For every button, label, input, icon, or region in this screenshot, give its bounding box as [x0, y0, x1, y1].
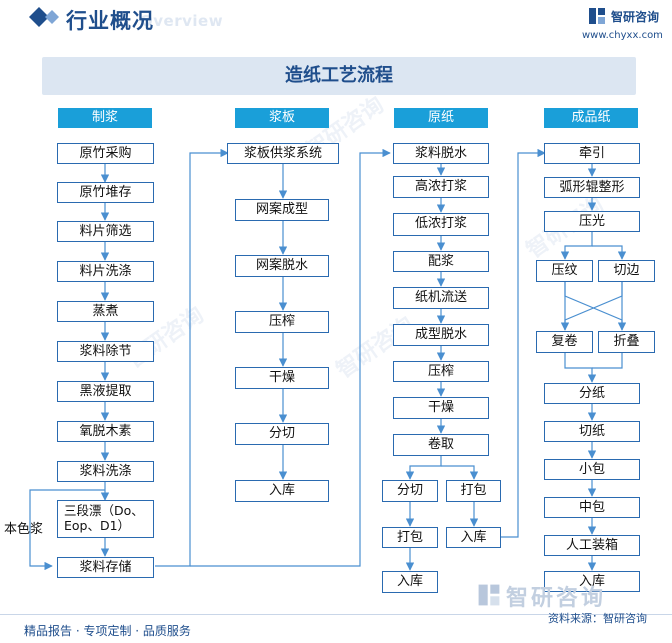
step-box: 料片筛选: [57, 221, 154, 242]
step-box: 折叠: [598, 331, 655, 353]
logo-icon: [478, 584, 500, 606]
step-box: 打包: [446, 480, 501, 502]
step-box: 氧脱木素: [57, 421, 154, 442]
step-box: 小包: [544, 459, 640, 480]
step-box: 卷取: [393, 434, 489, 456]
step-box: 网案成型: [235, 199, 329, 221]
step-box: 干燥: [235, 367, 329, 389]
step-box: 打包: [382, 527, 438, 548]
step-box: 配浆: [393, 251, 489, 272]
header-subtitle: Overview: [140, 12, 224, 30]
column-header-pulping: 制浆: [58, 108, 152, 128]
step-box: 入库: [544, 571, 640, 592]
logo-url: www.chyxx.com: [582, 30, 663, 41]
step-box: 干燥: [393, 397, 489, 419]
step-box: 牵引: [544, 143, 640, 164]
step-box: 分切: [382, 480, 438, 502]
column-header-finished-paper: 成品纸: [544, 108, 638, 128]
brand-watermark-bottom: 智研咨询: [506, 586, 607, 611]
footer-divider: [0, 614, 672, 615]
step-box: 复卷: [536, 331, 593, 353]
step-box: 网案脱水: [235, 255, 329, 277]
step-box: 压榨: [393, 361, 489, 382]
step-box: 成型脱水: [393, 324, 489, 346]
step-box: 浆料存储: [57, 557, 154, 578]
step-box: 切纸: [544, 421, 640, 442]
step-box: 中包: [544, 497, 640, 518]
step-box: 浆料洗涤: [57, 461, 154, 482]
step-box: 入库: [235, 480, 329, 502]
step-box: 压纹: [536, 260, 593, 282]
step-box: 切边: [598, 260, 655, 282]
step-box: 黑液提取: [57, 381, 154, 402]
step-box: 入库: [446, 527, 501, 548]
step-box: 蒸煮: [57, 301, 154, 322]
step-box: 三段漂（Do、Eop、D1）: [57, 500, 154, 538]
step-box: 弧形辊整形: [544, 177, 640, 198]
step-box: 分纸: [544, 383, 640, 404]
step-box: 压榨: [235, 311, 329, 333]
step-box: 分切: [235, 423, 329, 445]
step-box: 浆板供浆系统: [227, 143, 339, 164]
step-box: 纸机流送: [393, 287, 489, 309]
step-box: 入库: [382, 571, 438, 593]
column-header-pulp-board: 浆板: [235, 108, 329, 128]
diamond-icon: [29, 7, 59, 27]
column-header-base-paper: 原纸: [394, 108, 488, 128]
logo-icon: [589, 8, 605, 24]
step-box: 原竹堆存: [57, 182, 154, 203]
source-note: 资料来源：智研咨询: [548, 612, 647, 625]
step-box: 浆料除节: [57, 341, 154, 362]
step-box: 人工装箱: [544, 535, 640, 556]
side-label: 本色浆: [4, 522, 44, 537]
step-box: 压光: [544, 211, 640, 232]
footer-tagline: 精品报告 · 专项定制 · 品质服务: [24, 624, 191, 638]
header-title: 行业概况: [66, 9, 154, 33]
step-box: 低浓打浆: [393, 213, 489, 236]
step-box: 浆料脱水: [393, 143, 489, 164]
step-box: 高浓打浆: [393, 176, 489, 198]
step-box: 料片洗涤: [57, 261, 154, 282]
diagram-title: 造纸工艺流程: [42, 57, 636, 95]
step-box: 原竹采购: [57, 143, 154, 164]
logo-name: 智研咨询: [611, 10, 660, 24]
